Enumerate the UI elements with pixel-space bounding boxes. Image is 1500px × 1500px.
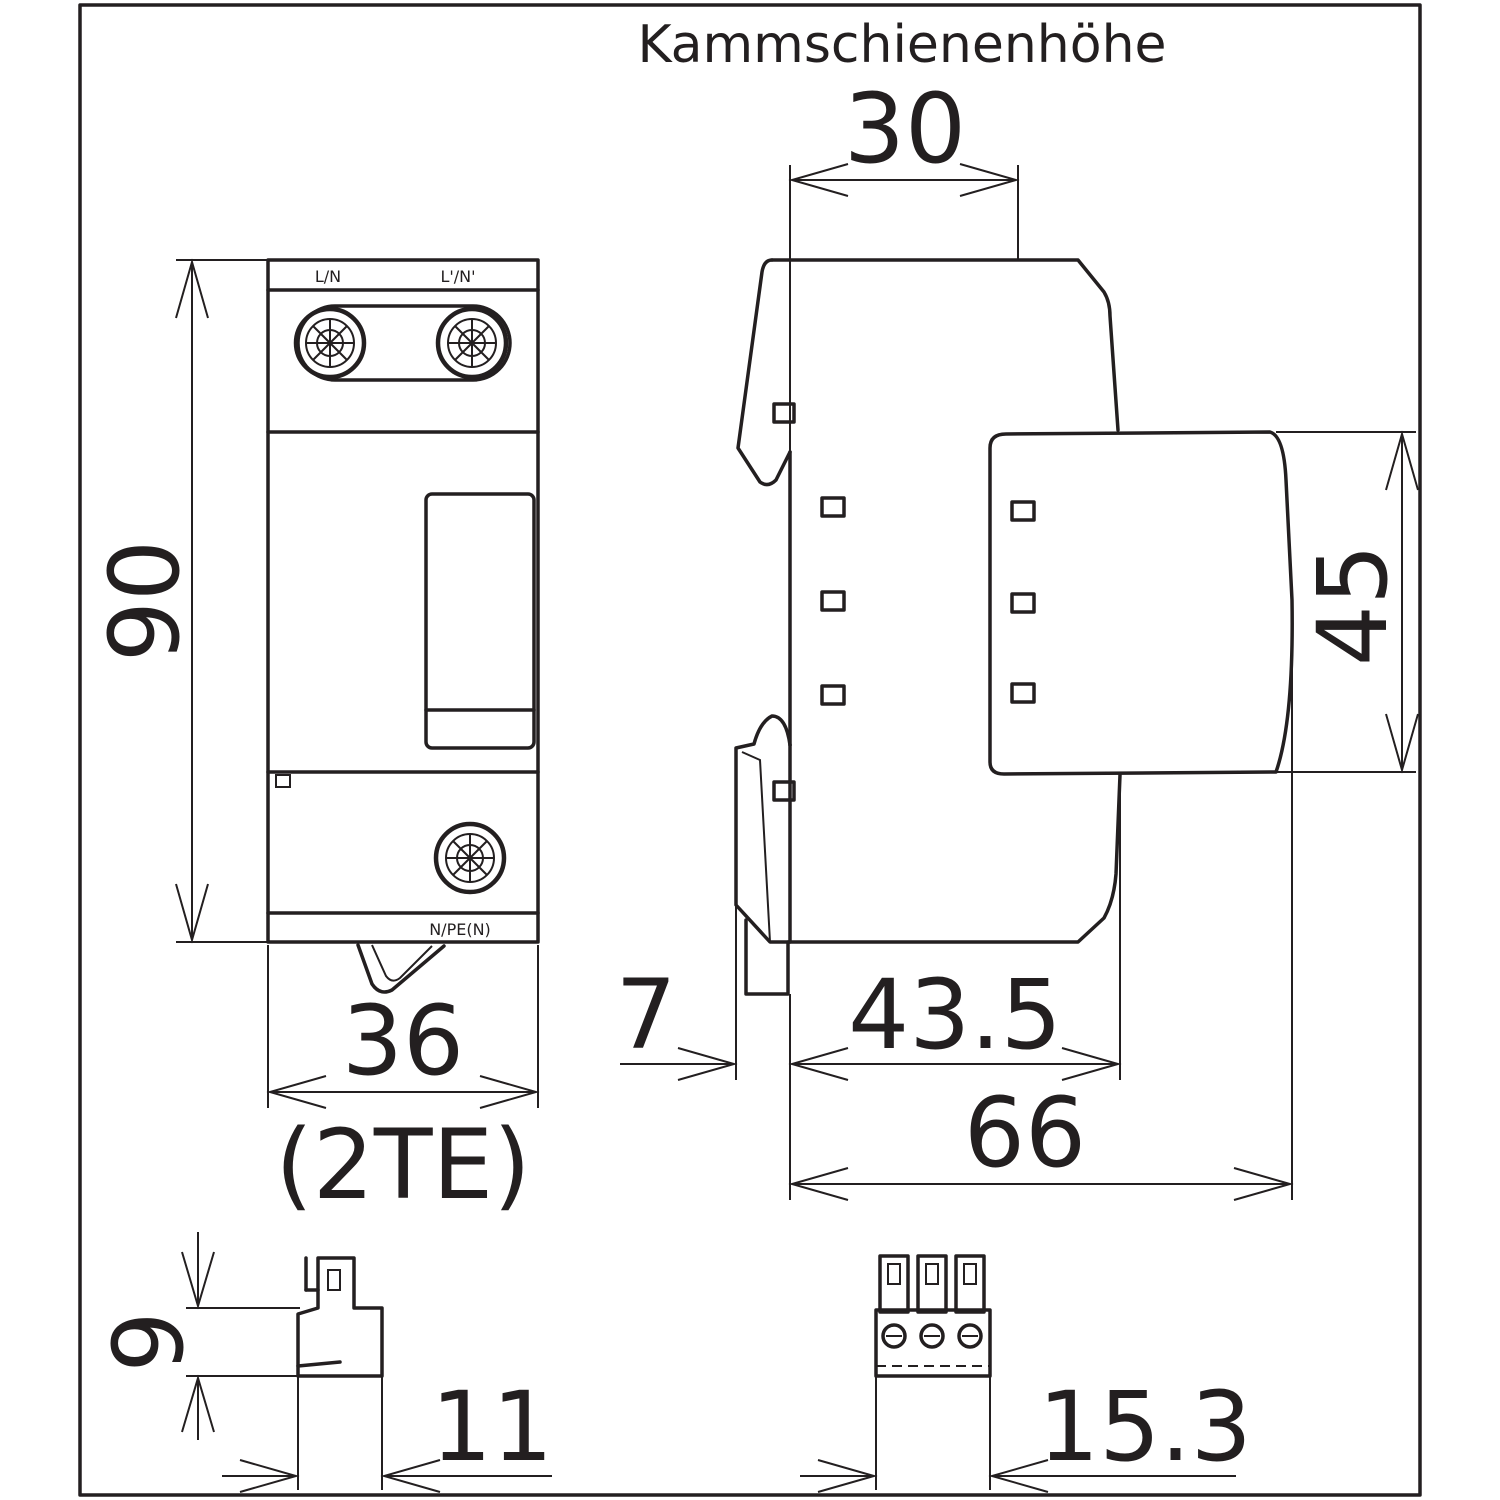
dimension-rail-offset-label: 7 [615,959,676,1071]
dimension-total-depth: 66 [788,640,1294,1201]
drawing-title: Kammschienenhöhe [637,15,1166,75]
dimension-plug-front-width-label: 15.3 [1038,1371,1252,1483]
dimension-front-height-label: 45 [1297,544,1409,666]
plug-side-view [296,1256,384,1378]
dimension-height: 90 [89,258,268,944]
terminal-label-top-left: L/N [315,267,341,286]
dimension-body-depth-label: 43.5 [848,959,1062,1071]
dimension-plug-side-width: 11 [222,1371,553,1493]
dimension-plug-side-width-label: 11 [431,1371,553,1483]
dimension-width-note: (2TE) [275,1109,530,1221]
dimension-plug-height: 9 [93,1232,300,1440]
frame-border [78,3,1422,1497]
front-view: L/N L'/N' N/PE(N) [266,258,540,994]
terminal-label-bottom: N/PE(N) [429,920,491,939]
dimension-plug-front-width: 15.3 [800,1371,1252,1493]
dimension-total-depth-label: 66 [964,1077,1086,1189]
plug-front-view [874,1254,992,1378]
dimension-plug-height-label: 9 [93,1311,205,1372]
dimension-depth-row: 7 43.5 [615,775,1122,1200]
dimension-height-label: 90 [89,540,201,662]
side-view [734,258,1294,996]
terminal-screw-icon [296,309,364,377]
dimension-busbar-height-label: 30 [844,73,966,185]
dimension-width-label: 36 [342,985,464,1097]
terminal-screw-icon [436,824,504,892]
terminal-screw-icon [438,309,506,377]
dimension-busbar-height: 30 [788,73,1020,452]
terminal-label-top-right: L'/N' [440,267,475,286]
dimension-width: 36 (2TE) [266,945,540,1221]
dimension-front-height: 45 [1276,430,1419,774]
